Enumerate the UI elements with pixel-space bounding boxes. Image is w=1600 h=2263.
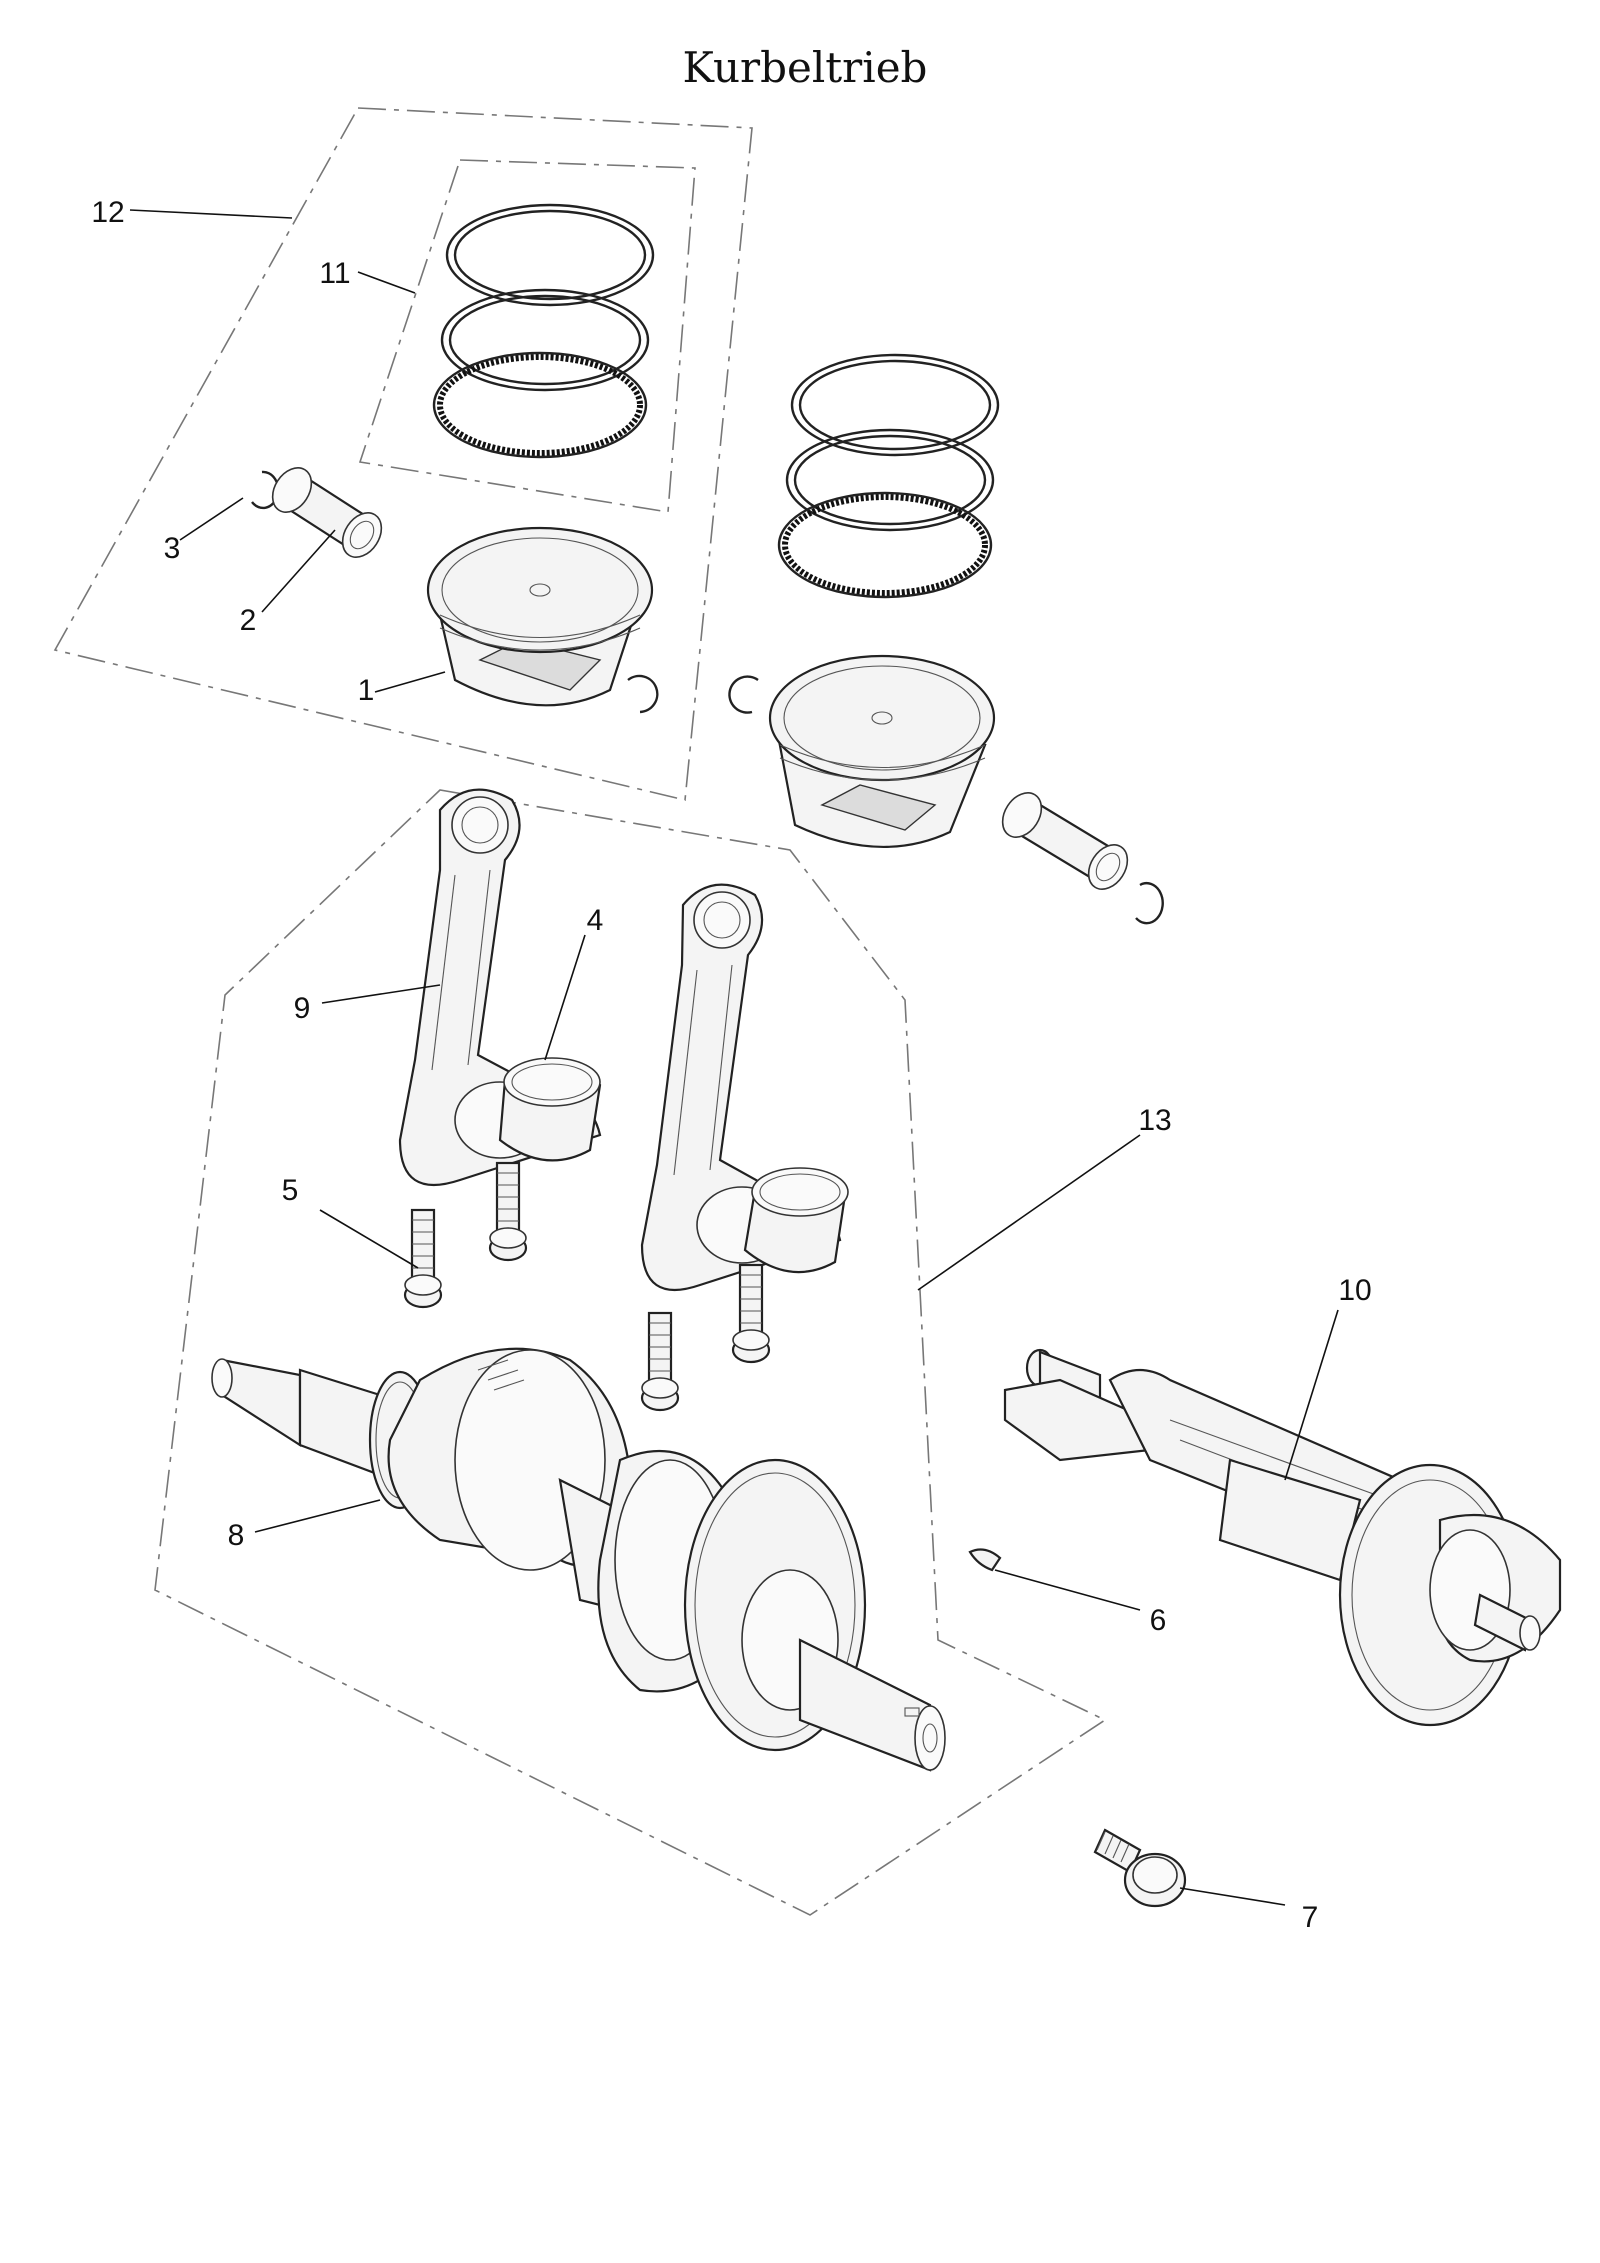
callout-2: 2 (240, 604, 257, 637)
callout-3: 3 (164, 532, 181, 565)
rod-bolt-1 (403, 1208, 443, 1309)
callout-10: 10 (1338, 1274, 1371, 1307)
group-13-outline (154, 789, 1107, 1916)
piston-pin-right (1001, 792, 1129, 890)
piston-left (426, 526, 659, 714)
piston-pin-left (271, 467, 383, 558)
group-11-outline (358, 159, 696, 513)
callout-6: 6 (1150, 1604, 1167, 1637)
callout-9: 9 (294, 992, 311, 1025)
callout-8: 8 (228, 1519, 245, 1552)
bearing-shell-right (743, 1167, 849, 1274)
callout-12: 12 (91, 196, 124, 229)
woodruff-key (968, 1548, 1002, 1572)
piston-rings-set-left (432, 203, 655, 459)
rod-bolt-4 (731, 1263, 771, 1364)
circlip-right (1135, 882, 1164, 925)
callout-1: 1 (358, 674, 375, 707)
diagram-title: Kurbeltrieb (683, 43, 928, 92)
callout-7: 7 (1302, 1901, 1319, 1934)
balancer-shaft (1003, 1348, 1562, 1727)
flange-bolt (1093, 1828, 1187, 1908)
bearing-shell-left (498, 1057, 602, 1162)
callout-4: 4 (587, 904, 604, 937)
group-12-outline (53, 107, 753, 801)
crankshaft (211, 1347, 946, 1772)
callout-11: 11 (319, 257, 350, 290)
piston-rings-set-right (777, 353, 1000, 599)
piston-right (728, 654, 996, 849)
rod-bolt-3 (640, 1311, 680, 1412)
leader-lines (129, 209, 1339, 1906)
callout-5: 5 (282, 1174, 299, 1207)
rod-bolt-2 (488, 1161, 528, 1262)
callout-13: 13 (1138, 1104, 1171, 1137)
